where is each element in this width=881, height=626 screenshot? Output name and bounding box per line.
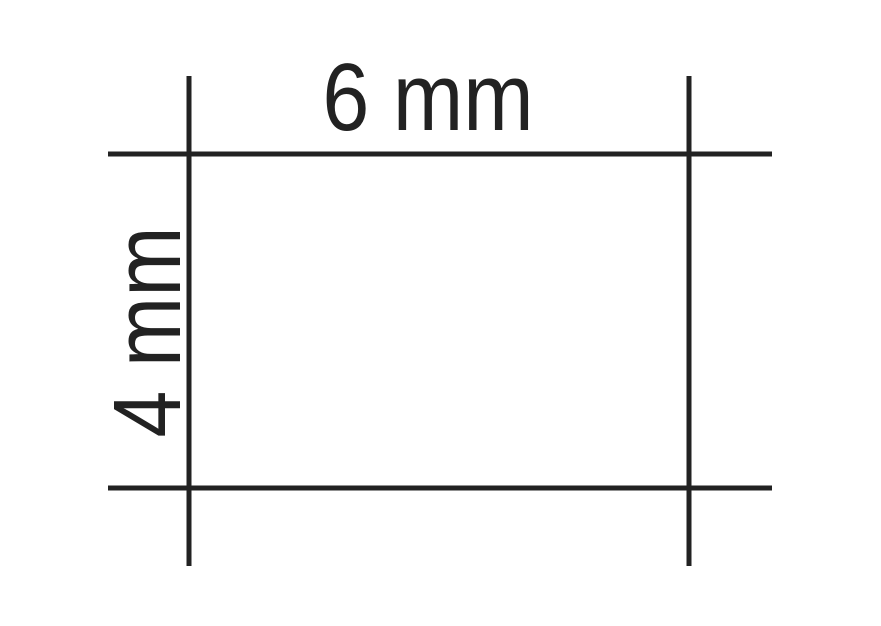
height-label: 4 mm bbox=[94, 226, 201, 437]
width-label: 6 mm bbox=[322, 44, 533, 151]
